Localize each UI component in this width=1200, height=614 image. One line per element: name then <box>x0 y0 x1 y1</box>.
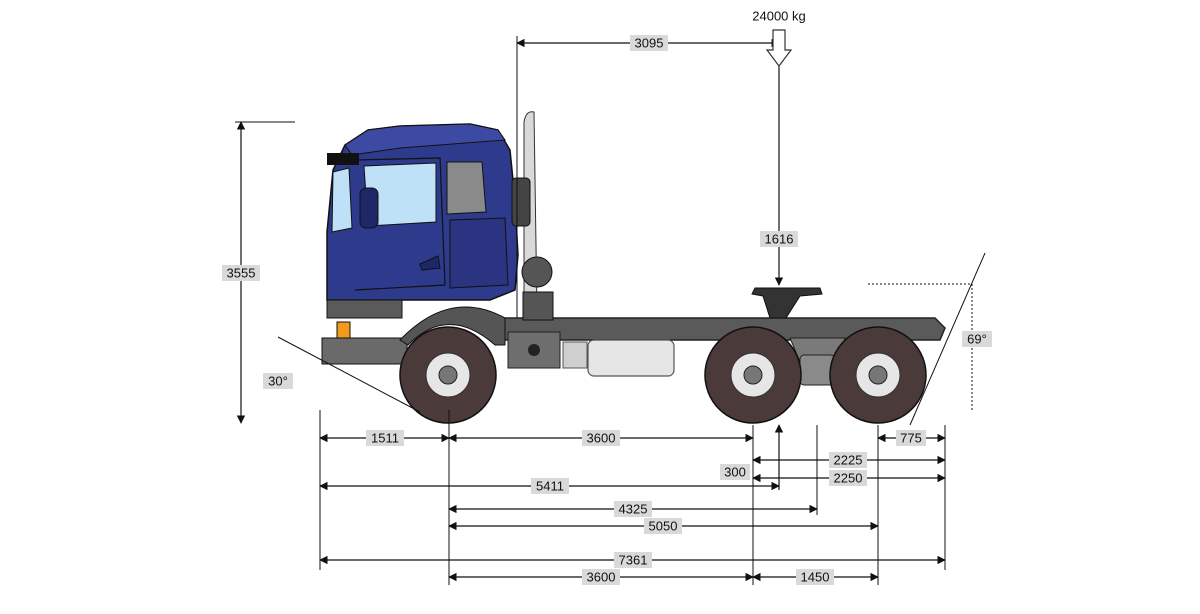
label-2250: 2250 <box>829 470 867 486</box>
label-2225: 2225 <box>829 452 867 468</box>
svg-text:30°: 30° <box>268 374 288 389</box>
mirror-arm <box>327 153 359 165</box>
label-1450: 1450 <box>796 569 834 585</box>
svg-text:1511: 1511 <box>371 431 399 446</box>
svg-text:4325: 4325 <box>619 502 648 517</box>
svg-text:3600: 3600 <box>587 570 616 585</box>
label-3600-top: 3600 <box>582 430 620 446</box>
air-tank-cap <box>528 344 540 356</box>
dimension-labels: 3095 1616 3555 30° 69° 1511 3600 775 300… <box>222 35 992 585</box>
indicator-light <box>336 321 351 339</box>
door-handle <box>419 255 441 271</box>
cab-door-line <box>354 157 446 291</box>
svg-text:2225: 2225 <box>834 453 863 468</box>
label-30deg: 30° <box>263 373 293 389</box>
svg-text:2250: 2250 <box>834 471 863 486</box>
label-1511: 1511 <box>366 430 404 446</box>
label-5050: 5050 <box>644 518 682 534</box>
exhaust-mount <box>522 291 554 321</box>
svg-text:5050: 5050 <box>649 519 678 534</box>
load-arrow <box>765 29 793 67</box>
label-4325: 4325 <box>614 501 652 517</box>
label-1616: 1616 <box>760 231 798 247</box>
label-3555: 3555 <box>222 265 260 281</box>
svg-text:5411: 5411 <box>536 479 564 494</box>
lower-bumper <box>321 337 408 365</box>
rear-wheel-1 <box>704 326 802 424</box>
label-3600-bottom: 3600 <box>582 569 620 585</box>
svg-text:7361: 7361 <box>619 553 648 568</box>
air-filter <box>521 256 553 288</box>
load-label: 24000 kg <box>752 9 806 24</box>
label-3095: 3095 <box>630 35 668 51</box>
mirror <box>359 187 379 229</box>
label-69deg: 69° <box>962 331 992 347</box>
front-wheel <box>399 326 497 424</box>
svg-text:3555: 3555 <box>227 266 256 281</box>
svg-text:69°: 69° <box>967 332 987 347</box>
fuel-tank <box>587 339 675 377</box>
label-775: 775 <box>896 430 926 446</box>
front-bumper <box>326 299 403 319</box>
rear-wheel-2 <box>829 326 927 424</box>
svg-text:3600: 3600 <box>587 431 616 446</box>
front-wheel-arch <box>399 306 506 346</box>
fifth-wheel <box>751 287 823 319</box>
air-intake <box>511 177 531 227</box>
cab-side-panel <box>449 217 509 289</box>
label-300: 300 <box>720 464 750 480</box>
windscreen <box>331 167 353 233</box>
label-5411: 5411 <box>531 478 569 494</box>
label-7361: 7361 <box>614 552 652 568</box>
svg-text:1450: 1450 <box>801 570 830 585</box>
truck-illustration <box>321 111 946 424</box>
svg-text:775: 775 <box>900 431 922 446</box>
battery-box <box>562 341 588 369</box>
cab-roof <box>344 123 506 156</box>
svg-text:1616: 1616 <box>765 232 794 247</box>
svg-text:3095: 3095 <box>635 36 664 51</box>
svg-text:300: 300 <box>724 465 746 480</box>
sleeper-window <box>446 161 487 215</box>
